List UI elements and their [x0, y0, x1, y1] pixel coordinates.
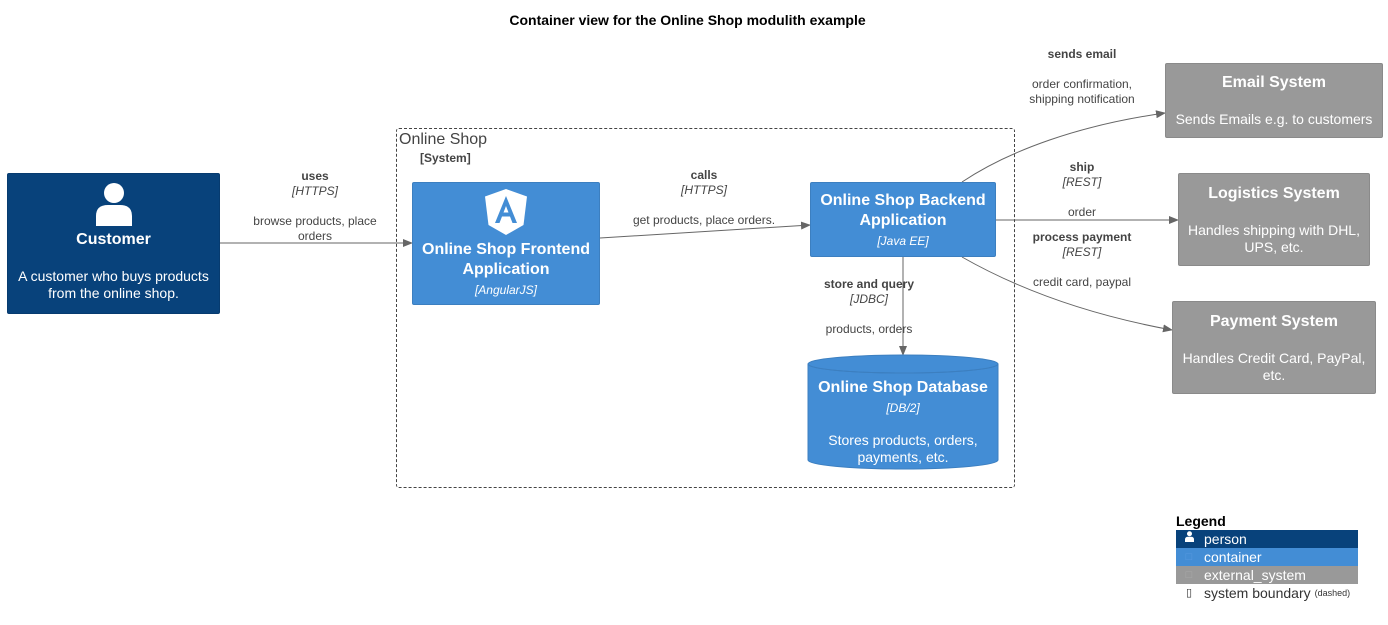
boundary-swatch-icon: ▯: [1185, 587, 1193, 599]
email-system-box[interactable]: Email System Sends Emails e.g. to custom…: [1165, 63, 1383, 138]
boundary-type: [System]: [420, 151, 471, 165]
database-tech: [DB/2]: [886, 401, 920, 415]
backend-name: Online Shop Backend Application: [820, 191, 986, 229]
legend-label-container: container: [1204, 549, 1262, 565]
edge-ship-label: ship [REST] order: [1037, 160, 1127, 220]
edge-store-tech: [JDBC]: [849, 292, 888, 306]
edge-sends-email-desc: order confirmation, shipping notificatio…: [1029, 77, 1135, 106]
logistics-system-description: Handles shipping with DHL, UPS, etc.: [1188, 221, 1360, 255]
legend-item-boundary: ▯ system boundary (dashed): [1176, 584, 1358, 602]
boundary-name: Online Shop: [399, 131, 488, 148]
logistics-system-name: Logistics System: [1208, 184, 1340, 202]
diagram-title: Container view for the Online Shop modul…: [509, 12, 866, 28]
edge-process-payment-desc: credit card, paypal: [1032, 275, 1132, 289]
system-boundary: [396, 128, 1015, 488]
edge-sends-email-name: sends email: [1047, 47, 1117, 61]
email-system-name: Email System: [1221, 74, 1327, 91]
person-icon: [1182, 530, 1196, 548]
edge-calls-name: calls: [690, 168, 718, 182]
frontend-tech: [AngularJS]: [474, 282, 538, 297]
database-content: Online Shop Database [DB/2] Stores produ…: [808, 378, 998, 466]
payment-system-box[interactable]: Payment System Handles Credit Card, PayP…: [1172, 301, 1376, 394]
legend-item-person: person: [1176, 530, 1358, 548]
legend-item-external-system: □ external_system: [1176, 566, 1358, 584]
payment-system-name: Payment System: [1209, 312, 1339, 330]
edge-process-payment-tech: [REST]: [1062, 245, 1102, 259]
legend-title: Legend: [1176, 513, 1226, 529]
backend-tech: [Java EE]: [877, 233, 929, 248]
edge-sends-email-label: sends email order confirmation, shipping…: [1027, 47, 1137, 107]
payment-system-description: Handles Credit Card, PayPal, etc.: [1182, 349, 1366, 383]
person-icon: [95, 182, 132, 226]
frontend-name: Online Shop Frontend Application: [422, 240, 590, 278]
edge-ship-desc: order: [1067, 205, 1096, 219]
container-swatch-icon: □: [1185, 551, 1193, 563]
edge-store-name: store and query: [823, 277, 915, 291]
edge-uses-name: uses: [301, 169, 329, 183]
legend: Legend person □ container □ external_sys…: [1176, 513, 1358, 602]
edge-uses-desc: browse products, place orders: [253, 214, 377, 243]
legend-label-boundary: system boundary: [1204, 585, 1311, 601]
customer-box[interactable]: Customer A customer who buys products fr…: [7, 173, 220, 314]
logistics-system-box[interactable]: Logistics System Handles shipping with D…: [1178, 173, 1370, 266]
edge-sends-email: [961, 110, 1166, 183]
frontend-box[interactable]: Online Shop Frontend Application [Angula…: [412, 182, 600, 305]
legend-item-container: □ container: [1176, 548, 1358, 566]
edge-uses-tech: [HTTPS]: [291, 184, 338, 198]
edge-process-payment-label: process payment [REST] credit card, payp…: [1017, 230, 1147, 290]
legend-label-external-system: external_system: [1204, 567, 1306, 583]
legend-label-person: person: [1204, 531, 1247, 547]
customer-name: Customer: [76, 230, 151, 248]
edge-uses-label: uses [HTTPS] browse products, place orde…: [240, 169, 390, 244]
database-name: Online Shop Database: [818, 379, 988, 396]
edge-process-payment: [961, 256, 1173, 333]
database-description: Stores products, orders, payments, etc.: [828, 432, 978, 465]
edge-calls-tech: [HTTPS]: [680, 183, 727, 197]
edge-process-payment-name: process payment: [1032, 230, 1132, 244]
edge-ship-name: ship: [1069, 160, 1095, 174]
edge-calls-label: calls [HTTPS] get products, place orders…: [624, 168, 784, 228]
edge-store-desc: products, orders: [825, 322, 913, 336]
legend-label-boundary-note: (dashed): [1314, 588, 1351, 598]
edge-store-label: store and query [JDBC] products, orders: [814, 277, 924, 337]
edge-calls-desc: get products, place orders.: [632, 213, 776, 227]
angular-icon: [485, 188, 527, 235]
edge-ship-tech: [REST]: [1062, 175, 1102, 189]
backend-box[interactable]: Online Shop Backend Application [Java EE…: [810, 182, 996, 257]
customer-description: A customer who buys products from the on…: [18, 267, 209, 301]
email-system-description: Sends Emails e.g. to customers: [1175, 111, 1373, 127]
database-cylinder[interactable]: [807, 354, 999, 470]
external-system-swatch-icon: □: [1185, 569, 1193, 581]
edge-calls: [599, 221, 811, 239]
